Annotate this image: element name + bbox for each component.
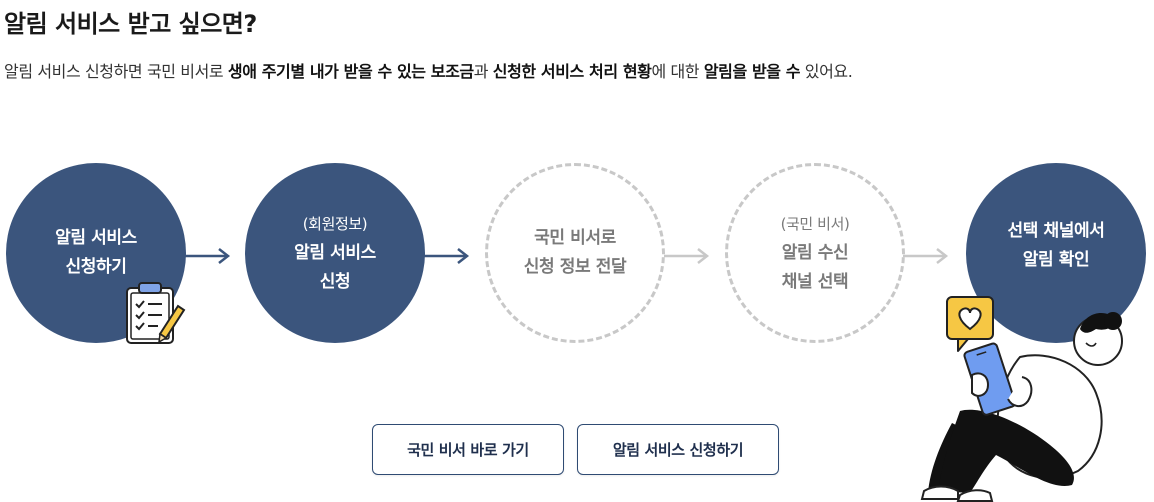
step-sublabel: (국민 비서)	[781, 210, 850, 239]
apply-alert-service-button[interactable]: 알림 서비스 신청하기	[577, 424, 779, 475]
arrow-right-icon	[664, 247, 710, 265]
step-label-line2: 신청 정보 전달	[524, 253, 626, 282]
step-label-line1: 알림 서비스	[55, 224, 137, 253]
page-title: 알림 서비스 받고 싶으면?	[4, 4, 257, 39]
arrow-right-icon	[185, 247, 231, 265]
description-text-4: 있어요.	[800, 62, 852, 81]
description-text-3: 에 대한	[651, 62, 703, 81]
person-reading-illustration	[900, 295, 1154, 502]
step-label-line2: 신청	[320, 268, 350, 297]
heart-icon	[947, 297, 993, 351]
step-deliver-info: 국민 비서로 신청 정보 전달	[485, 163, 665, 343]
step-select-channel: (국민 비서) 알림 수신 채널 선택	[725, 163, 905, 343]
description-bold-2: 신청한 서비스 처리 현황	[493, 62, 652, 81]
step-label-line2: 채널 선택	[782, 268, 848, 297]
description-text-2: 과	[474, 62, 493, 81]
go-to-national-assistant-button[interactable]: 국민 비서 바로 가기	[372, 424, 564, 475]
page-description: 알림 서비스 신청하면 국민 비서로 생애 주기별 내가 받을 수 있는 보조금…	[4, 58, 852, 82]
step-label-line2: 신청하기	[66, 253, 127, 282]
step-label-line2: 알림 확인	[1023, 246, 1089, 275]
description-bold-3: 알림을 받을 수	[704, 62, 800, 81]
step-sublabel: (회원정보)	[303, 210, 368, 239]
description-bold-1: 생애 주기별 내가 받을 수 있는 보조금	[228, 62, 474, 81]
step-member-apply: (회원정보) 알림 서비스 신청	[245, 163, 425, 343]
arrow-right-icon	[903, 247, 949, 265]
arrow-right-icon	[424, 247, 470, 265]
step-label-line1: 국민 비서로	[534, 224, 616, 253]
step-label-line1: 알림 수신	[782, 239, 848, 268]
clipboard-icon	[122, 282, 188, 348]
step-label-line1: 선택 채널에서	[1008, 217, 1105, 246]
step-label-line1: 알림 서비스	[294, 239, 376, 268]
description-text-1: 알림 서비스 신청하면 국민 비서로	[4, 62, 228, 81]
